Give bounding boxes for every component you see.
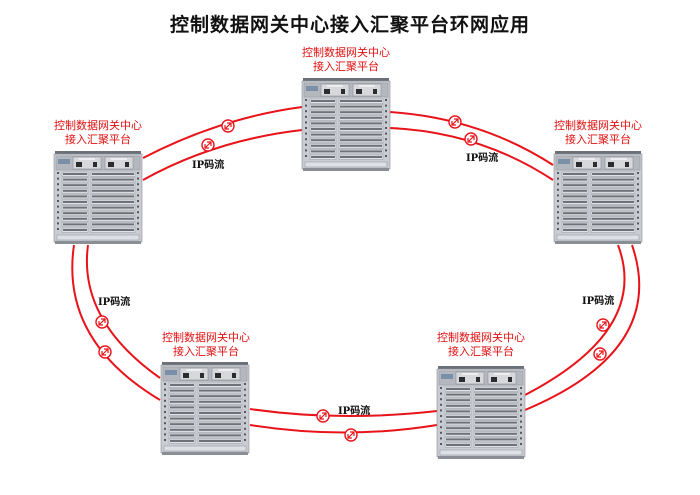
link-bottom-a: [249, 408, 438, 418]
label-line1: 控制数据网关中心: [554, 119, 642, 132]
repeater-icon: [201, 138, 215, 152]
device-bottom-right[interactable]: [436, 366, 526, 460]
network-switch-chassis-icon: [160, 362, 250, 455]
repeater-icon: [221, 119, 235, 133]
node-label-right: 控制数据网关中心 接入汇聚平台: [528, 119, 668, 147]
label-line2: 接入汇聚平台: [65, 133, 131, 146]
link-top-right-a: [389, 111, 554, 166]
node-label-left: 控制数据网关中心 接入汇聚平台: [28, 119, 168, 147]
network-switch-chassis-icon: [553, 151, 643, 244]
flow-label-right-bottomright: IP码流: [582, 296, 615, 307]
device-top[interactable]: [301, 78, 391, 172]
repeater-icon: [98, 345, 112, 359]
network-switch-chassis-icon: [436, 366, 526, 459]
link-bottom-b: [249, 424, 438, 434]
label-line1: 控制数据网关中心: [162, 331, 250, 344]
flow-label-left-top: IP码流: [192, 160, 225, 171]
diagram-title: 控制数据网关中心接入汇聚平台环网应用: [169, 14, 530, 36]
label-line2: 接入汇聚平台: [448, 345, 514, 358]
link-right-bottomright-b: [524, 244, 641, 411]
repeater-icon: [464, 132, 478, 146]
repeater-icon: [596, 318, 610, 332]
device-bottom-left[interactable]: [160, 362, 250, 456]
label-line1: 控制数据网关中心: [437, 331, 525, 344]
node-label-top: 控制数据网关中心 接入汇聚平台: [276, 46, 416, 74]
label-line1: 控制数据网关中心: [302, 46, 390, 59]
flow-label-bottom: IP码流: [338, 406, 371, 417]
flow-label-left-bottomleft: IP码流: [98, 297, 131, 308]
repeater-icon: [95, 315, 109, 329]
label-line2: 接入汇聚平台: [173, 345, 239, 358]
repeater-icon: [448, 115, 462, 129]
link-left-top-a: [142, 106, 303, 159]
link-left-top-b: [142, 129, 303, 181]
network-switch-chassis-icon: [301, 78, 391, 171]
network-switch-chassis-icon: [53, 151, 143, 244]
label-line1: 控制数据网关中心: [54, 119, 142, 132]
repeater-icon: [316, 409, 330, 423]
node-label-bottom-right: 控制数据网关中心 接入汇聚平台: [411, 331, 551, 359]
node-label-bottom-left: 控制数据网关中心 接入汇聚平台: [136, 331, 276, 359]
label-line2: 接入汇聚平台: [565, 133, 631, 146]
repeater-icon: [344, 428, 358, 442]
label-line2: 接入汇聚平台: [313, 60, 379, 73]
link-right-bottomright-a: [524, 244, 626, 396]
repeater-icon: [593, 347, 607, 361]
flow-label-top-right: IP码流: [466, 153, 499, 164]
device-right[interactable]: [553, 151, 643, 245]
link-left-bottomleft-a: [71, 244, 161, 401]
device-left[interactable]: [53, 151, 143, 245]
